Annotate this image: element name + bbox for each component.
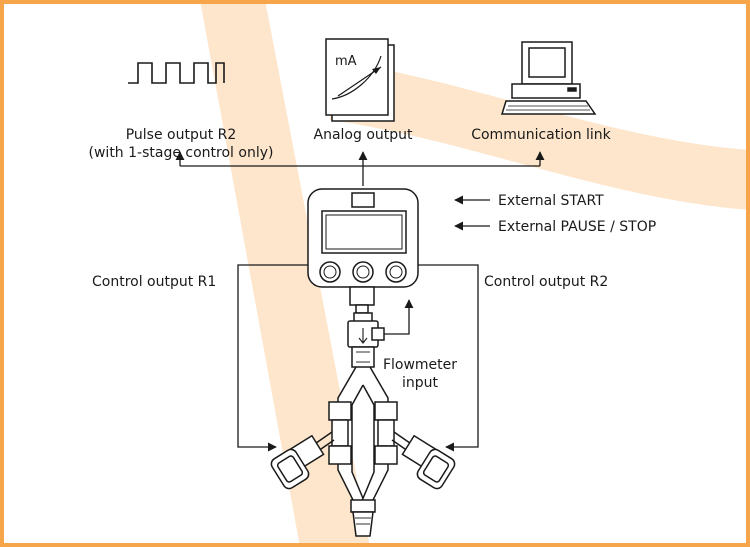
- control-output-r2-label: Control output R2: [484, 274, 609, 290]
- external-pause-stop-label: External PAUSE / STOP: [498, 219, 657, 235]
- flowmeter-icon: [347, 312, 385, 368]
- solenoid-valve-icon: [270, 366, 456, 537]
- pulse-output-note: (with 1-stage control only): [88, 145, 274, 161]
- flowmeter-signal-line: [384, 299, 414, 335]
- flowmeter-input-label: Flowmeter input: [380, 356, 460, 392]
- control-output-r1-label: Control output R1: [92, 274, 217, 290]
- computer-icon: [500, 41, 597, 115]
- communication-link-label: Communication link: [471, 127, 611, 143]
- control-line-r1: [237, 264, 308, 452]
- pulse-output-label: Pulse output R2 (with 1-stage control on…: [83, 126, 279, 162]
- watermark-shape: [200, 0, 750, 547]
- output-bus: [175, 151, 545, 186]
- analog-output-label: Analog output: [313, 127, 413, 143]
- flowmeter-label-line1: Flowmeter: [382, 357, 458, 373]
- batch-controller-icon: [307, 188, 419, 314]
- milliamp-meter-icon: [325, 38, 395, 122]
- control-line-r2: [418, 264, 479, 452]
- flowmeter-label-line2: input: [401, 375, 438, 391]
- pulse-wave-icon: [128, 62, 225, 84]
- pulse-output-title: Pulse output R2: [125, 127, 237, 143]
- external-start-label: External START: [498, 193, 604, 209]
- meter-unit-label: mA: [335, 54, 357, 69]
- external-input-arrows: [454, 195, 490, 231]
